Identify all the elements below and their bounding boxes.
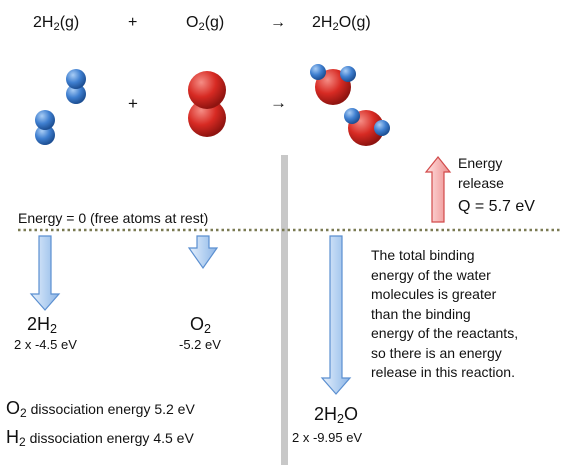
h2-binding-arrow [29, 235, 61, 311]
energy-zero-label: Energy = 0 (free atoms at rest) [18, 210, 209, 226]
q-value: Q = 5.7 eV [458, 198, 535, 215]
h2-energy-value: 2 x -4.5 eV [14, 337, 77, 352]
explanation-line: energy of the reactants, [371, 325, 519, 341]
equation-arrow: → [270, 14, 286, 31]
h2o-symbol: 2H2O [314, 404, 359, 426]
energy-release-arrow [424, 156, 452, 223]
h2-molecule-bottom [35, 110, 55, 145]
divider-line [281, 155, 288, 465]
o2-energy-value: -5.2 eV [179, 337, 221, 352]
energy-release-label-2: release [458, 175, 504, 191]
h2o-energy-value: 2 x -9.95 eV [292, 430, 363, 445]
h2-symbol: 2H2 [27, 314, 58, 336]
molecule-arrow: → [270, 93, 287, 112]
h2o-molecule-top [310, 64, 356, 105]
explanation-line: The total binding [371, 247, 475, 263]
equation-reactant-o2: O2(g) [186, 14, 225, 33]
equation-product-h2o: 2H2O(g) [312, 14, 371, 33]
explanation-line: so there is an energy [371, 344, 502, 361]
explanation-line: than the binding [371, 305, 471, 322]
equation-reactant-h2: 2H2(g) [33, 14, 80, 33]
explanation-line: energy of the water [371, 266, 491, 283]
o2-symbol: O2 [190, 314, 212, 336]
explanation-text: The total binding energy of the water mo… [371, 246, 563, 383]
h2-dissociation-energy: H2 dissociation energy 4.5 eV [6, 427, 194, 449]
explanation-line: release in this reaction. [371, 364, 515, 380]
h2-molecule-top [66, 69, 86, 104]
equation-plus: + [128, 14, 138, 31]
h2o-binding-arrow [320, 235, 352, 395]
molecule-plus: + [128, 94, 138, 113]
o2-binding-arrow [187, 235, 219, 270]
energy-release-label-1: Energy [458, 155, 503, 171]
o2-dissociation-energy: O2 dissociation energy 5.2 eV [6, 398, 195, 420]
o2-molecule [188, 71, 226, 137]
h2o-molecule-bottom [344, 108, 390, 146]
explanation-line: molecules is greater [371, 286, 497, 302]
